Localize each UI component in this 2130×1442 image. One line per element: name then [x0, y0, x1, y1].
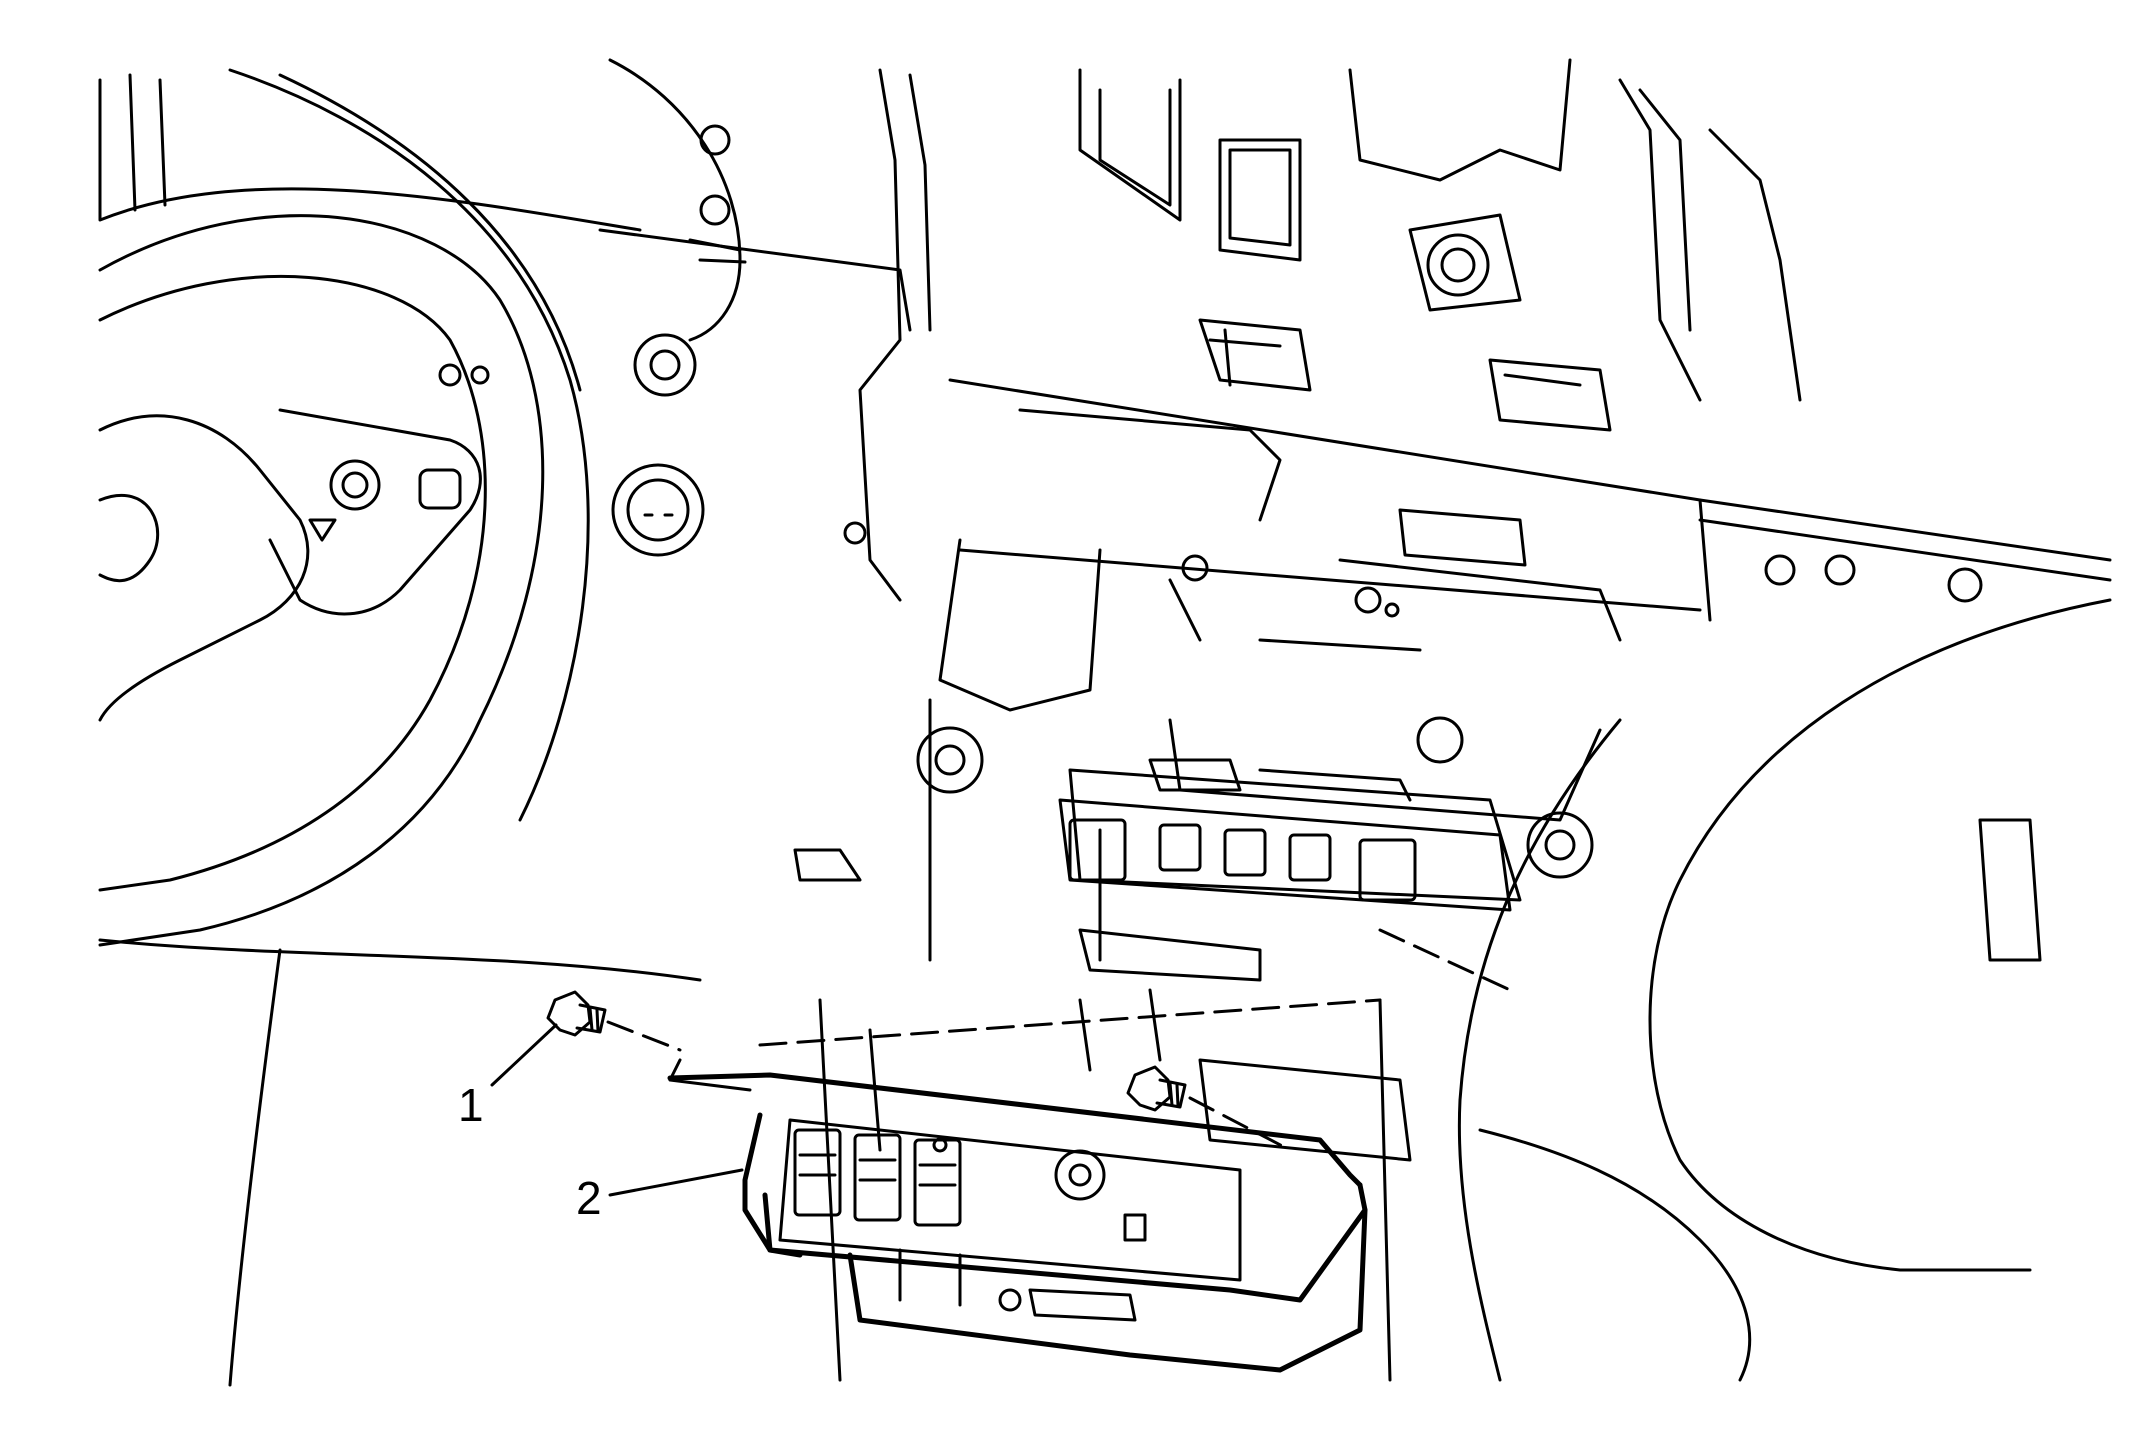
center-module-icon — [916, 716, 1594, 912]
instrument-panel-frame-icon — [843, 58, 1802, 962]
bolt-icon — [1126, 1065, 1187, 1112]
right-trim-icon — [1457, 498, 2112, 1382]
steering-wheel-icon — [98, 68, 590, 947]
control-module-icon — [667, 1058, 1368, 1373]
bolt-icon — [546, 990, 607, 1037]
callout-label-2: 2 — [576, 1172, 602, 1224]
instrument-cluster-icon — [98, 58, 912, 557]
lower-dash-trim-icon — [98, 848, 1412, 1387]
callout-label-1: 1 — [458, 1079, 484, 1131]
leader-lines — [490, 1023, 744, 1197]
install-path-lines — [606, 928, 1512, 1152]
